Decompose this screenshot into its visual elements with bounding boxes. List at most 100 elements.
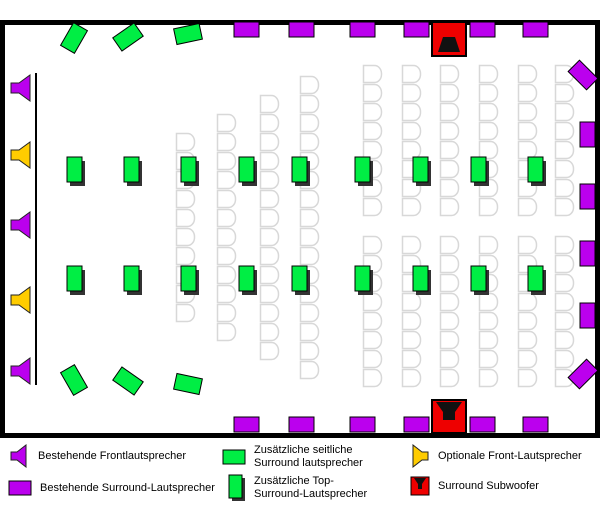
seat <box>554 330 575 350</box>
surround-speaker-icon <box>8 480 32 496</box>
seat <box>299 360 320 380</box>
seat <box>259 208 280 228</box>
side-surround-speaker <box>173 22 203 46</box>
seat <box>554 254 575 274</box>
seat <box>259 94 280 114</box>
seat <box>517 330 538 350</box>
seat <box>216 265 237 285</box>
seat <box>517 140 538 160</box>
surround-speaker <box>522 416 549 433</box>
top-surround-speaker <box>527 265 544 292</box>
seat <box>401 197 422 217</box>
seat <box>299 208 320 228</box>
top-surround-speaker <box>66 156 83 183</box>
seat <box>259 113 280 133</box>
seat <box>299 341 320 361</box>
seat <box>299 227 320 247</box>
seat <box>439 235 460 255</box>
seat <box>362 330 383 350</box>
front-speaker <box>10 211 31 239</box>
seat <box>401 83 422 103</box>
seat <box>259 341 280 361</box>
seat <box>517 235 538 255</box>
seat <box>175 246 196 266</box>
seat <box>216 246 237 266</box>
seat <box>299 94 320 114</box>
surround-speaker <box>579 240 596 267</box>
seat <box>478 235 499 255</box>
seat <box>439 292 460 312</box>
seat <box>259 151 280 171</box>
legend-label: Bestehende Frontlautsprecher <box>38 449 186 462</box>
seat <box>478 349 499 369</box>
seat <box>517 311 538 331</box>
seat <box>216 303 237 323</box>
seat <box>554 121 575 141</box>
seat <box>216 322 237 342</box>
top-surround-speaker <box>238 265 255 292</box>
legend-label: Optionale Front-Lautsprecher <box>438 449 582 462</box>
surround-speaker <box>579 183 596 210</box>
subwoofer-cone <box>438 37 460 52</box>
top-surround-speaker <box>291 265 308 292</box>
seat <box>478 140 499 160</box>
seat <box>299 246 320 266</box>
seat <box>259 132 280 152</box>
surround-speaker <box>579 121 596 148</box>
top-surround-speaker <box>123 265 140 292</box>
seat <box>554 311 575 331</box>
seat <box>175 227 196 247</box>
seat <box>216 227 237 247</box>
seat <box>299 113 320 133</box>
front-speaker <box>10 74 31 102</box>
surround-speaker <box>403 21 430 38</box>
seat <box>517 197 538 217</box>
seat <box>517 368 538 388</box>
surround-speaker <box>579 302 596 329</box>
seat <box>362 102 383 122</box>
legend-top-surround: Zusätzliche Top-Surround-Lautsprecher <box>228 474 373 502</box>
seat <box>216 151 237 171</box>
seat <box>401 292 422 312</box>
seat <box>554 102 575 122</box>
seat <box>554 235 575 255</box>
seat <box>175 303 196 323</box>
seat <box>554 273 575 293</box>
side-surround-speaker <box>112 366 144 396</box>
seat <box>362 235 383 255</box>
seat <box>401 330 422 350</box>
front-speaker-yellow-icon <box>412 444 429 468</box>
top-surround-speaker <box>354 156 371 183</box>
seat <box>401 64 422 84</box>
seat <box>362 64 383 84</box>
side-surround-speaker <box>59 22 89 54</box>
top-surround-speaker <box>66 265 83 292</box>
seat <box>401 140 422 160</box>
seat <box>439 140 460 160</box>
surround-speaker <box>233 21 260 38</box>
seat <box>362 121 383 141</box>
seat <box>401 102 422 122</box>
surround-speaker <box>522 21 549 38</box>
seat <box>259 265 280 285</box>
seat <box>439 83 460 103</box>
seat <box>299 75 320 95</box>
seat <box>259 170 280 190</box>
subwoofer-icon <box>410 476 430 496</box>
seat <box>259 189 280 209</box>
top-surround-speaker <box>238 156 255 183</box>
seat <box>216 132 237 152</box>
seat <box>216 170 237 190</box>
seat <box>478 83 499 103</box>
seat <box>401 349 422 369</box>
seat <box>362 197 383 217</box>
seat <box>554 292 575 312</box>
seat <box>299 132 320 152</box>
seat <box>401 311 422 331</box>
legend-label: Bestehende Surround-Lautsprecher <box>40 481 215 494</box>
seat <box>439 311 460 331</box>
seat <box>259 322 280 342</box>
seat <box>517 102 538 122</box>
seat <box>439 197 460 217</box>
seat <box>259 303 280 323</box>
